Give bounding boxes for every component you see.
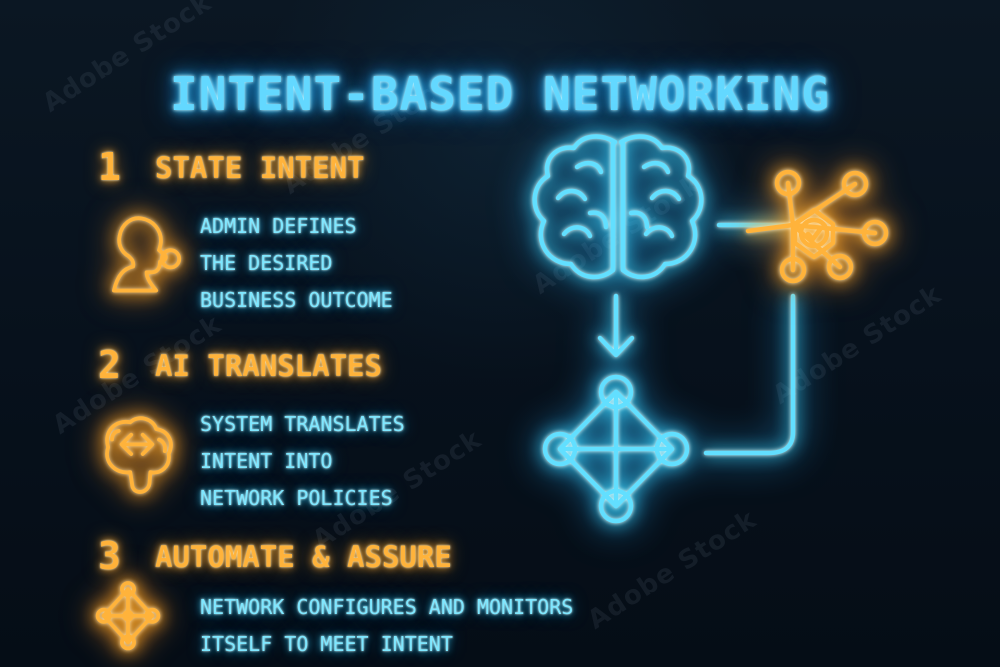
- step-description: NETWORK CONFIGURES AND MONITORS ITSELF T…: [200, 589, 700, 663]
- step-title: AI TRANSLATES: [155, 349, 382, 383]
- description-line: NETWORK CONFIGURES AND MONITORS: [200, 595, 574, 619]
- description-line: THE DESIRED: [200, 251, 333, 275]
- network-diamond-icon: [542, 374, 690, 524]
- step-heading: 1 STATE INTENT: [88, 145, 608, 189]
- assurance-hub-icon: [745, 169, 889, 284]
- description-line: ADMIN DEFINES: [200, 214, 357, 238]
- user-speaking-icon: [112, 216, 182, 293]
- page-title: INTENT-BASED NETWORKING: [170, 66, 830, 121]
- description-line: ITSELF TO MEET INTENT: [200, 632, 453, 656]
- step-heading: 3 AUTOMATE & ASSURE: [88, 534, 608, 578]
- description-line: SYSTEM TRANSLATES: [200, 412, 405, 436]
- step-description: ADMIN DEFINES THE DESIRED BUSINESS OUTCO…: [200, 208, 670, 319]
- step-title: STATE INTENT: [155, 151, 365, 185]
- description-line: BUSINESS OUTCOME: [200, 288, 393, 312]
- network-node-icon: [95, 581, 161, 651]
- step-description: SYSTEM TRANSLATES INTENT INTO NETWORK PO…: [200, 406, 670, 517]
- down-arrow-icon: [597, 293, 635, 358]
- step-title: AUTOMATE & ASSURE: [155, 540, 452, 574]
- step-number: 3: [98, 534, 121, 578]
- description-line: INTENT INTO: [200, 449, 333, 473]
- brain-code-icon: [105, 416, 173, 494]
- connector-line: [703, 293, 796, 456]
- description-line: NETWORK POLICIES: [200, 486, 393, 510]
- step-number: 1: [98, 145, 121, 189]
- brain-icon: [532, 134, 704, 280]
- intent-network-diagram: [532, 134, 889, 524]
- step-number: 2: [98, 343, 121, 387]
- step-heading: 2 AI TRANSLATES: [88, 343, 608, 387]
